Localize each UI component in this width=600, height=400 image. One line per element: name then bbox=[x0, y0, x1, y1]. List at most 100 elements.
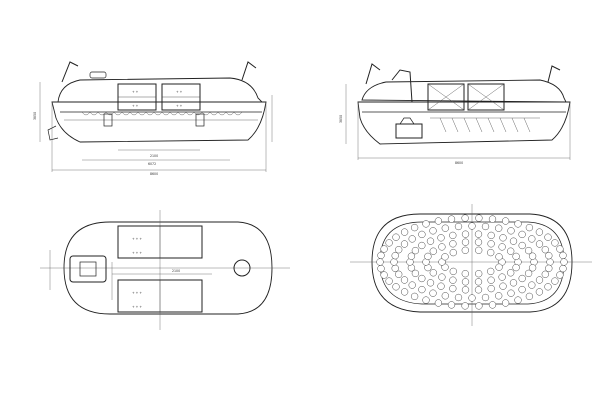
seat-mark bbox=[495, 292, 503, 300]
seat-mark bbox=[461, 270, 469, 278]
seat-mark bbox=[507, 269, 515, 277]
seat-mark bbox=[474, 238, 483, 246]
seat-mark bbox=[391, 252, 399, 260]
seat-mark bbox=[461, 246, 469, 254]
davit-hook-aft bbox=[547, 65, 561, 83]
hull-outline bbox=[357, 101, 571, 145]
engine-block bbox=[395, 123, 423, 139]
seat-mark bbox=[507, 289, 515, 297]
seat-mark bbox=[468, 294, 476, 302]
seat-mark bbox=[437, 234, 445, 242]
seat-mark bbox=[408, 235, 416, 243]
helm-console bbox=[391, 69, 413, 103]
seat-mark bbox=[518, 230, 526, 239]
seat-mark bbox=[556, 245, 564, 253]
seat-mark bbox=[377, 264, 385, 273]
canopy-outline bbox=[57, 77, 264, 103]
seat-mark bbox=[418, 241, 426, 250]
seat-mark bbox=[507, 227, 515, 235]
seat-mark bbox=[498, 273, 506, 281]
seat-mark bbox=[544, 233, 552, 241]
seat-mark bbox=[495, 253, 503, 261]
seat-mark bbox=[501, 217, 510, 225]
seat-mark bbox=[475, 246, 483, 254]
seat-mark bbox=[429, 227, 437, 235]
seat-mark bbox=[512, 263, 520, 272]
seat-mark bbox=[391, 264, 399, 272]
seat-mark bbox=[475, 270, 483, 278]
seat-mark bbox=[474, 278, 483, 286]
dim-bottom-span: 2100 bbox=[150, 154, 158, 158]
seat-mark bbox=[535, 288, 544, 296]
hatch-diagonal bbox=[467, 83, 505, 111]
canopy-hatch-1 bbox=[427, 83, 465, 111]
seat-mark bbox=[429, 247, 437, 255]
seat-mark bbox=[449, 240, 457, 248]
seat-mark bbox=[474, 230, 483, 238]
seat-mark bbox=[429, 289, 437, 297]
seat-mark bbox=[525, 292, 534, 301]
seat-mark bbox=[400, 288, 409, 296]
seat-mark bbox=[411, 246, 420, 255]
seat-mark bbox=[535, 240, 544, 248]
cross-mark: + + bbox=[176, 90, 183, 94]
seat-mark bbox=[514, 296, 522, 304]
seat-mark bbox=[509, 237, 518, 245]
seat-mark bbox=[438, 243, 446, 251]
seat-mark bbox=[380, 245, 388, 253]
seat-mark bbox=[528, 281, 536, 289]
helm-seat bbox=[79, 261, 97, 277]
cockpit-window bbox=[89, 71, 107, 79]
seat-mark bbox=[481, 222, 490, 231]
seat-mark bbox=[422, 296, 430, 304]
seat-mark bbox=[418, 285, 426, 294]
seat-mark bbox=[400, 276, 409, 284]
seat-mark bbox=[546, 258, 554, 266]
seat-mark bbox=[545, 264, 553, 272]
seat-mark bbox=[560, 258, 568, 266]
seat-mark bbox=[495, 263, 503, 271]
seat-mark bbox=[487, 231, 495, 240]
seat-mark bbox=[461, 302, 469, 310]
seat-mark bbox=[454, 222, 463, 231]
seat-mark bbox=[434, 217, 443, 225]
dim-width-left: 3850 bbox=[33, 112, 37, 120]
seat-mark bbox=[422, 220, 430, 228]
seat-mark bbox=[461, 278, 470, 286]
seat-mark bbox=[400, 228, 409, 236]
seat-mark bbox=[551, 277, 559, 285]
seat-mark bbox=[524, 246, 533, 255]
seat-mark bbox=[449, 267, 457, 276]
hatch-diagonal bbox=[427, 83, 465, 111]
seat-mark bbox=[390, 258, 398, 266]
seat-mark bbox=[426, 237, 435, 245]
seat-mark bbox=[495, 224, 503, 232]
seat-mark bbox=[551, 239, 559, 247]
cross-mark: + + bbox=[132, 90, 139, 94]
engine-top bbox=[399, 117, 415, 125]
seat-mark bbox=[424, 252, 432, 261]
cross-mark: + + + bbox=[132, 251, 142, 255]
seat-mark bbox=[501, 299, 510, 307]
seat-mark bbox=[410, 292, 419, 301]
dim-overall-total: 8600 bbox=[455, 161, 463, 165]
seat-mark bbox=[426, 279, 435, 287]
seat-mark bbox=[408, 281, 416, 289]
seat-mark bbox=[392, 283, 400, 291]
seat-mark bbox=[481, 293, 490, 302]
seat-mark bbox=[488, 215, 497, 223]
seat-mark bbox=[518, 274, 526, 283]
seat-mark bbox=[514, 220, 522, 228]
seat-mark bbox=[487, 284, 495, 293]
dim-span-middle: 2100 bbox=[172, 269, 180, 273]
seat-mark bbox=[545, 252, 553, 260]
fender-pad bbox=[195, 113, 205, 127]
seat-mark bbox=[441, 224, 449, 232]
seat-mark bbox=[376, 258, 384, 266]
seat-mark bbox=[441, 292, 449, 300]
seat-mark bbox=[400, 240, 409, 248]
dim-overall-bottom: 6072 bbox=[148, 162, 156, 166]
seat-mark bbox=[499, 282, 507, 290]
rudder bbox=[47, 125, 59, 141]
